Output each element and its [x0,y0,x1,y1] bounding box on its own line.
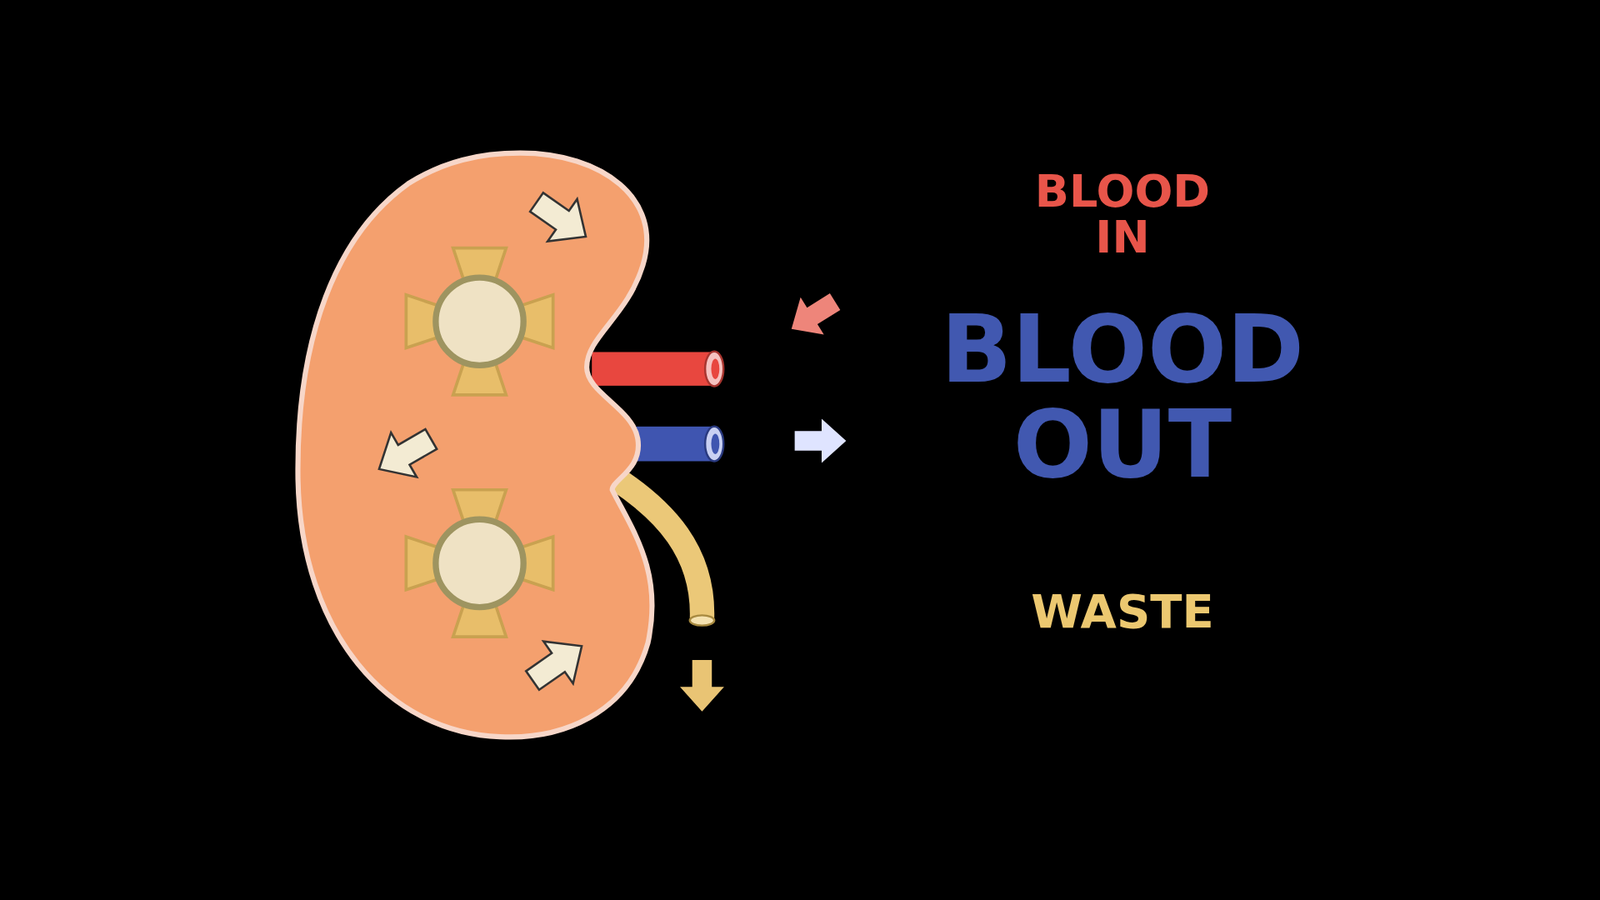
vein-inner [710,433,720,454]
flow-arrow-shape [366,416,445,491]
illustration-group [297,153,847,738]
blood-in-arrow [780,283,847,349]
blood-in-label: BLOOD IN [1035,168,1210,260]
blood-in-arrow-shape [780,283,847,349]
flow-arrow-shape [521,180,600,258]
blood-out-arrow-shape [795,419,847,464]
flow-arrow [366,416,445,491]
flow-arrow [521,180,600,258]
ureter-opening [690,615,715,625]
blood-out-label: BLOOD OUT [940,301,1305,492]
kidney-outline [297,153,652,738]
waste-arrow [680,660,725,712]
artery-opening [705,351,724,387]
filter-fan [405,490,553,637]
artery-tube [591,351,715,385]
blood-out-arrow [795,419,847,464]
filter-fan [405,248,553,395]
artery-inner [710,358,720,379]
waste-arrow-shape [680,660,725,712]
waste-label: WASTE [1030,587,1214,635]
vein-opening [705,426,724,462]
flow-arrow [517,625,596,702]
flow-arrow-shape [517,625,596,702]
